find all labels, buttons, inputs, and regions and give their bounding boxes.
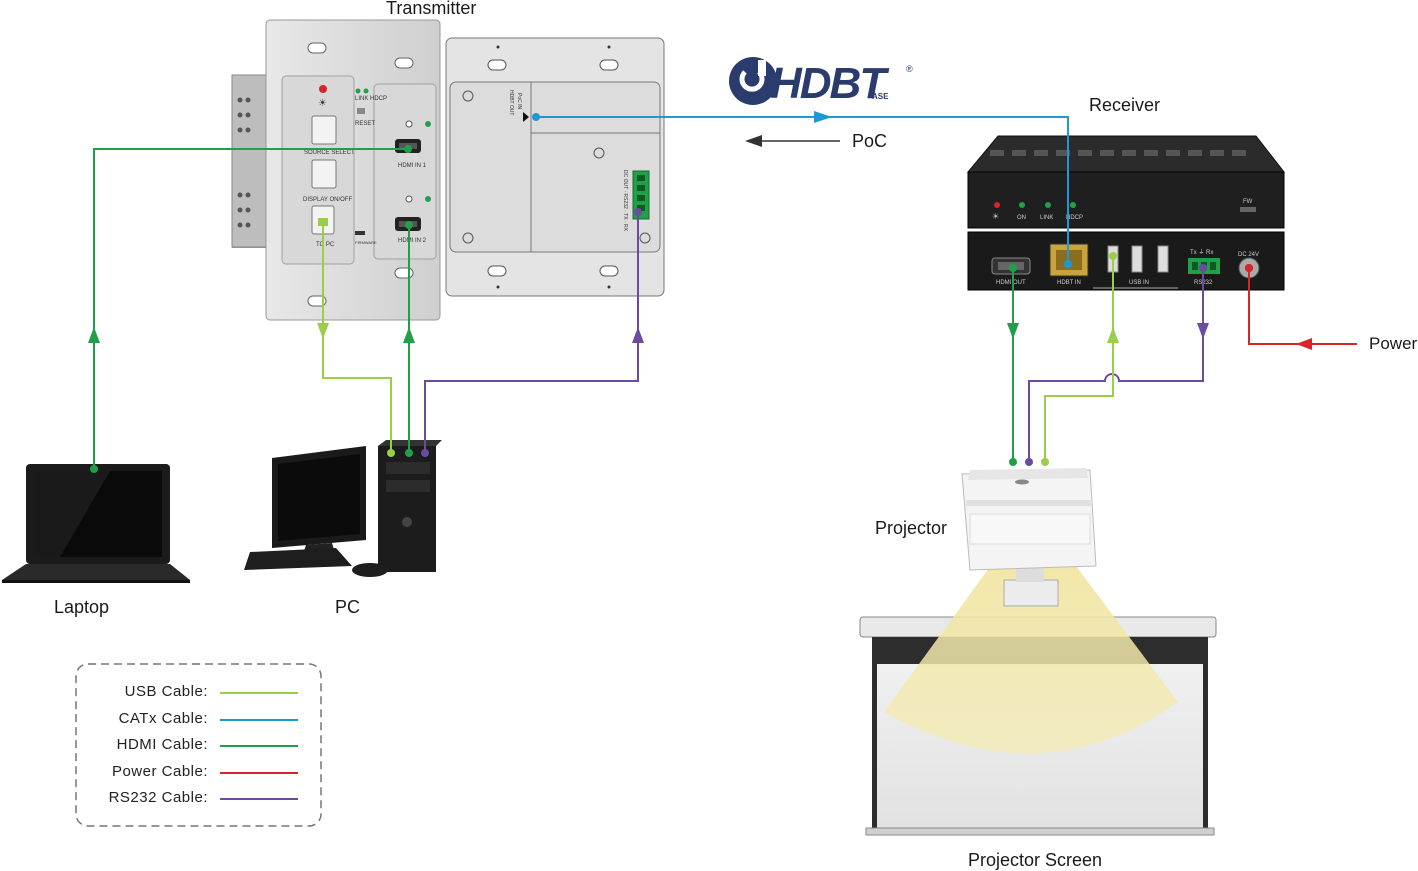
svg-text:☀: ☀ (318, 98, 327, 109)
tx-source-select-label: SOURCE SELECT (304, 150, 355, 156)
tx-to-pc-label: TO PC (316, 242, 335, 248)
legend-swatch (220, 745, 298, 747)
legend-box (75, 663, 322, 827)
usb-cable-projector (1044, 256, 1114, 462)
catx-cable (536, 116, 1069, 264)
tx-link-hdcp-label: LINK HDCP (355, 96, 387, 102)
legend-item-rs232: RS232 Cable: (78, 789, 318, 809)
tx-reset-label: RESET (355, 121, 375, 127)
logo-sub: ASE (872, 92, 889, 101)
logo-text: HDBT (770, 59, 889, 108)
legend-label: Power Cable: (111, 763, 208, 780)
legend-item-usb: USB Cable: (78, 683, 318, 703)
logo-registered: ® (906, 64, 913, 74)
rx-hdbt-in-label: HDBT IN (1057, 280, 1081, 286)
legend-swatch (220, 798, 298, 800)
rx-rs232-pins: Tx ⏚ Rx (1190, 249, 1213, 256)
rx-usb-in-label: USB IN (1129, 280, 1149, 286)
tx-hdmi-in1-label: HDMI IN 1 (398, 163, 427, 169)
power-label: Power (1369, 334, 1418, 353)
legend-swatch (220, 692, 298, 694)
tx-rs232-label: DC OUT · RS232 · TX · RX (622, 170, 628, 232)
rx-fw-label: FW (1243, 199, 1253, 205)
legend-label: CATx Cable: (118, 710, 208, 727)
transmitter-label: Transmitter (386, 0, 477, 18)
pc-device (244, 440, 442, 577)
projector-device (961, 468, 1097, 607)
receiver-label: Receiver (1089, 95, 1161, 115)
rs232-cable-projector (1028, 268, 1204, 462)
hdbaset-logo: HDBT ASE ® (729, 57, 913, 108)
receiver-device: ☀ ON LINK HDCP FW HDMI OUT HDBT IN USB I… (966, 135, 1286, 291)
pc-label: PC (335, 597, 361, 617)
projector-screen-label: Projector Screen (968, 850, 1103, 870)
legend-item-catx: CATx Cable: (78, 710, 318, 730)
rx-led-on: ON (1017, 215, 1026, 221)
laptop-device (2, 464, 190, 583)
rx-led-hdcp: HDCP (1066, 215, 1083, 221)
hdmi-cable-laptop (93, 148, 408, 469)
tx-hdbt-out-label: HDBT OUT (508, 90, 514, 115)
transmitter-device: ☀ LINK HDCP RESET SOURCE SELECT DISPLAY … (231, 19, 665, 321)
legend-label: RS232 Cable: (108, 789, 208, 806)
tx-firmware-label: FIRMWARE (355, 240, 377, 245)
projection-beam (884, 542, 1178, 754)
usb-cable-pc (322, 222, 392, 453)
rx-led-link: LINK (1040, 215, 1053, 221)
tx-hdmi-in2-label: HDMI IN 2 (398, 238, 427, 244)
rx-hdmi-out-label: HDMI OUT (996, 280, 1026, 286)
laptop-label: Laptop (54, 597, 110, 617)
legend-swatch (220, 719, 298, 721)
rs232-cable-tx (424, 212, 639, 453)
legend-item-hdmi: HDMI Cable: (78, 736, 318, 756)
legend-item-power: Power Cable: (78, 763, 318, 783)
poc-label: PoC (852, 131, 888, 151)
tx-display-onoff-label: DISPLAY ON/OFF (303, 197, 352, 203)
projector-label: Projector (875, 518, 948, 538)
svg-text:☀: ☀ (992, 212, 999, 221)
tx-poc-in-label: PoC IN (516, 93, 522, 110)
legend-label: USB Cable: (124, 683, 208, 700)
power-cable (1248, 268, 1357, 345)
rx-dc-label: DC 24V (1238, 252, 1259, 258)
legend-swatch (220, 772, 298, 774)
legend-label: HDMI Cable: (116, 736, 208, 753)
